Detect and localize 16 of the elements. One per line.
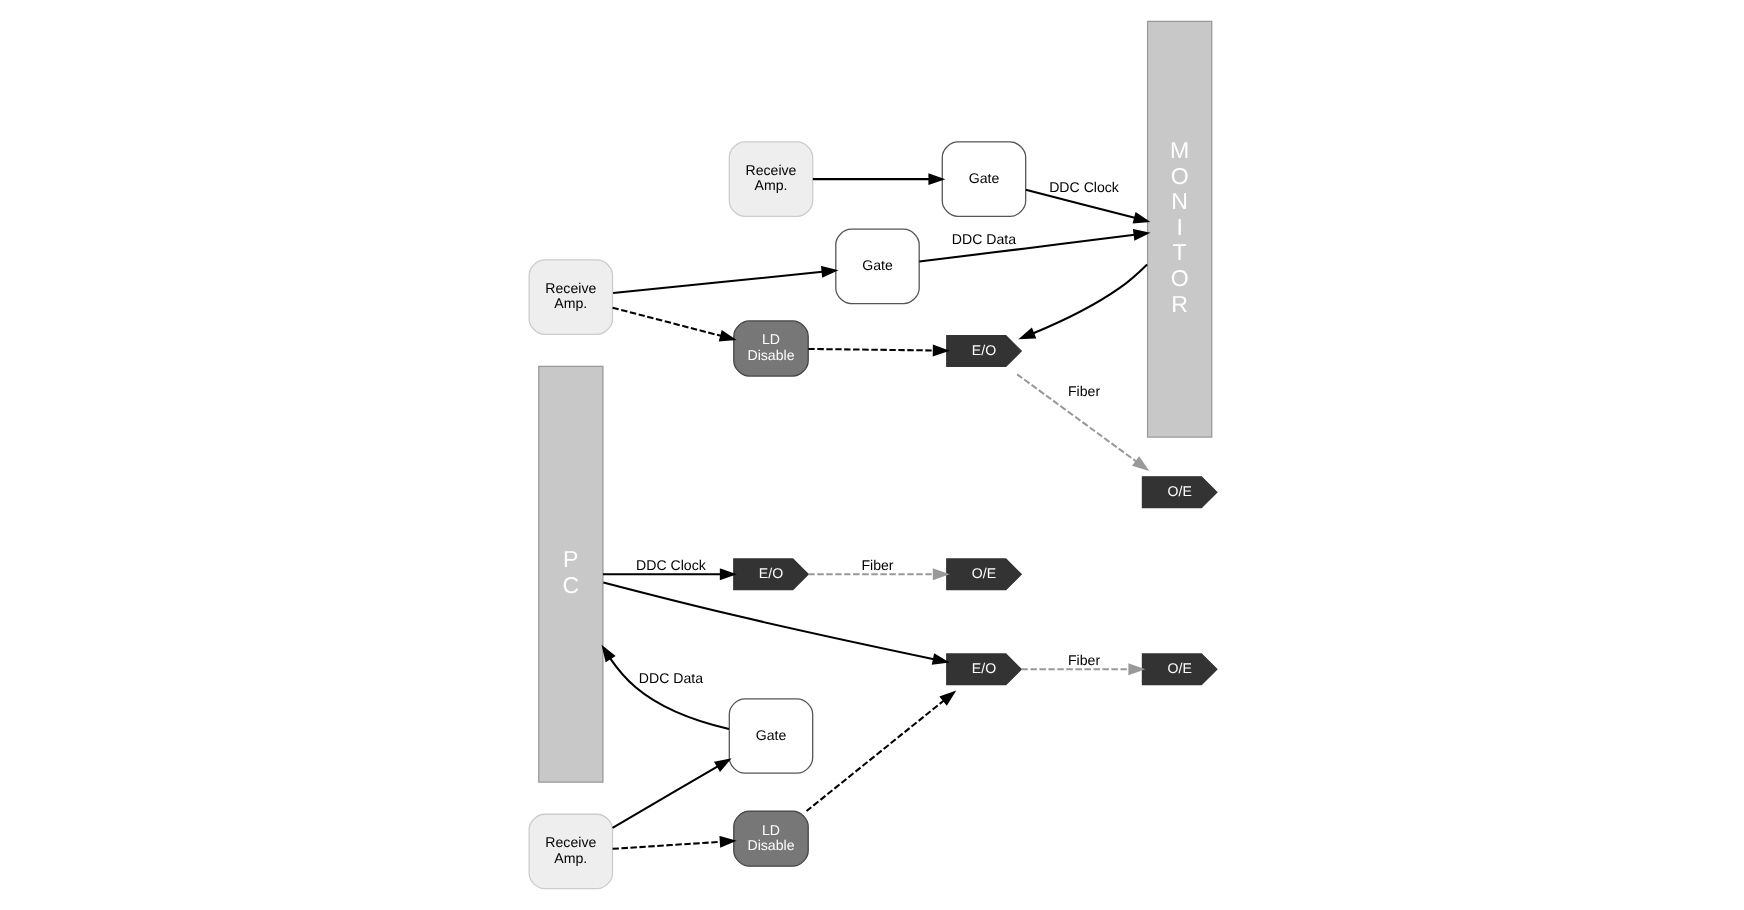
arrow xyxy=(811,173,945,186)
arrow xyxy=(602,581,949,665)
arrow xyxy=(611,835,736,850)
arrow xyxy=(807,568,949,581)
arrow xyxy=(612,266,838,295)
arrow xyxy=(602,568,736,581)
arrow xyxy=(611,758,731,829)
arrow xyxy=(611,306,736,342)
arrow xyxy=(804,690,956,812)
arrow xyxy=(1020,663,1145,676)
arrow xyxy=(1017,263,1147,340)
arrow xyxy=(1015,373,1149,471)
arrow xyxy=(807,344,949,357)
arrow xyxy=(1024,188,1150,224)
arrow xyxy=(600,644,729,730)
arrow xyxy=(918,228,1150,263)
